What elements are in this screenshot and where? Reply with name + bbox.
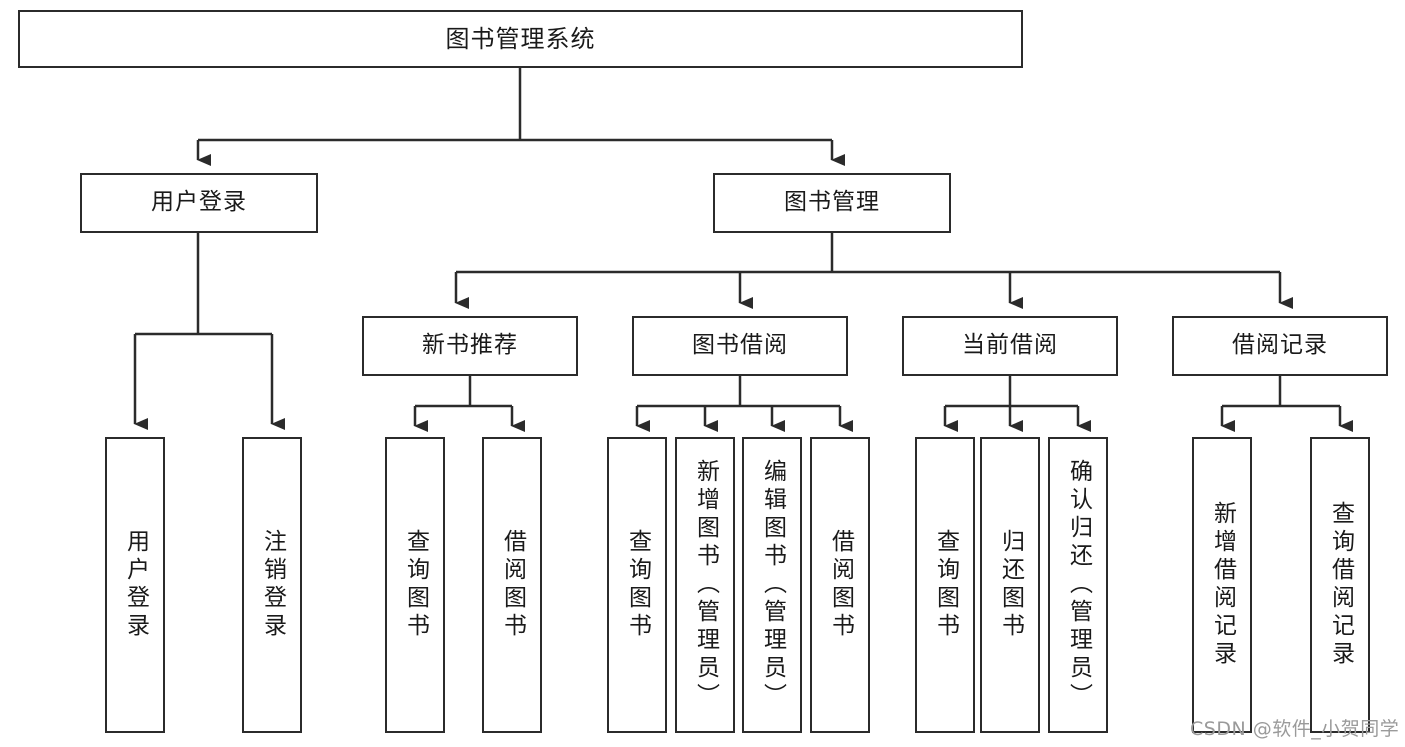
node-borrow-record[interactable]: 借阅记录 bbox=[1172, 316, 1388, 376]
node-label: 图书管理 bbox=[784, 189, 880, 216]
watermark-text: CSDN @软件_小贺同学 bbox=[1190, 718, 1400, 740]
node-label: 查询图书 bbox=[402, 529, 429, 641]
node-label: 编辑图书（管理员） bbox=[759, 459, 786, 711]
leaf-borrow-book[interactable]: 借阅图书 bbox=[810, 437, 870, 733]
node-new-book-recommend[interactable]: 新书推荐 bbox=[362, 316, 578, 376]
node-label: 注销登录 bbox=[259, 529, 286, 641]
node-user-login[interactable]: 用户登录 bbox=[80, 173, 318, 233]
node-label: 查询图书 bbox=[624, 529, 651, 641]
leaf-add-book-admin[interactable]: 新增图书（管理员） bbox=[675, 437, 735, 733]
node-label: 查询图书 bbox=[932, 529, 959, 641]
leaf-add-borrow-record[interactable]: 新增借阅记录 bbox=[1192, 437, 1252, 733]
node-label: 用户登录 bbox=[151, 189, 247, 216]
leaf-query-book-current[interactable]: 查询图书 bbox=[915, 437, 975, 733]
node-label: 新书推荐 bbox=[422, 332, 518, 359]
node-label: 图书借阅 bbox=[692, 332, 788, 359]
leaf-query-book-recommend[interactable]: 查询图书 bbox=[385, 437, 445, 733]
leaf-return-book[interactable]: 归还图书 bbox=[980, 437, 1040, 733]
node-label: 借阅记录 bbox=[1232, 332, 1328, 359]
node-label: 新增图书（管理员） bbox=[692, 459, 719, 711]
leaf-confirm-return-admin[interactable]: 确认归还（管理员） bbox=[1048, 437, 1108, 733]
node-label: 图书管理系统 bbox=[445, 24, 596, 53]
leaf-query-book-borrow[interactable]: 查询图书 bbox=[607, 437, 667, 733]
node-current-borrow[interactable]: 当前借阅 bbox=[902, 316, 1118, 376]
leaf-user-login[interactable]: 用户登录 bbox=[105, 437, 165, 733]
leaf-edit-book-admin[interactable]: 编辑图书（管理员） bbox=[742, 437, 802, 733]
leaf-logout[interactable]: 注销登录 bbox=[242, 437, 302, 733]
node-label: 借阅图书 bbox=[827, 529, 854, 641]
node-root-system[interactable]: 图书管理系统 bbox=[18, 10, 1023, 68]
node-label: 确认归还（管理员） bbox=[1065, 459, 1092, 711]
leaf-borrow-book-recommend[interactable]: 借阅图书 bbox=[482, 437, 542, 733]
leaf-query-borrow-record[interactable]: 查询借阅记录 bbox=[1310, 437, 1370, 733]
node-label: 用户登录 bbox=[122, 529, 149, 641]
node-label: 借阅图书 bbox=[499, 529, 526, 641]
node-label: 当前借阅 bbox=[962, 332, 1058, 359]
node-book-borrow[interactable]: 图书借阅 bbox=[632, 316, 848, 376]
node-label: 新增借阅记录 bbox=[1209, 501, 1236, 669]
node-book-management[interactable]: 图书管理 bbox=[713, 173, 951, 233]
node-label: 归还图书 bbox=[997, 529, 1024, 641]
node-label: 查询借阅记录 bbox=[1327, 501, 1354, 669]
